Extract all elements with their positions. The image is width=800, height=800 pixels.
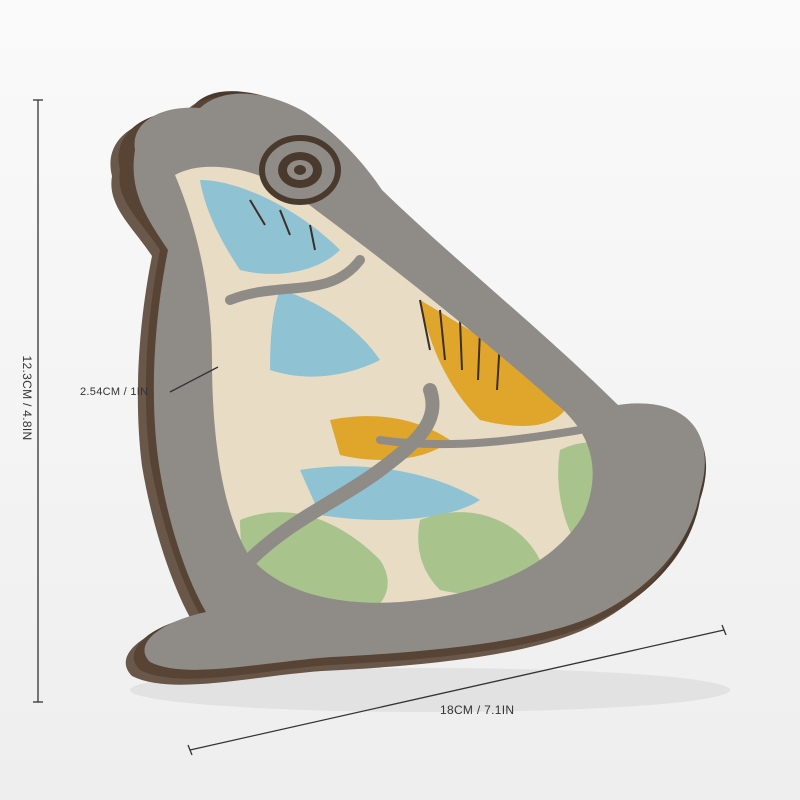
width-dimension-line (189, 629, 725, 751)
frog-eye (259, 135, 341, 205)
depth-dimension-label: 2.54CM / 1IN (80, 386, 149, 398)
frog-front-face (133, 93, 705, 670)
width-dimension-label: 18CM / 7.1IN (440, 703, 515, 717)
depth-dimension-line (169, 366, 219, 393)
height-dimension-label: 12.3CM / 4.8IN (20, 355, 34, 441)
floor-shadow (130, 668, 730, 712)
dimension-lines (33, 99, 727, 756)
